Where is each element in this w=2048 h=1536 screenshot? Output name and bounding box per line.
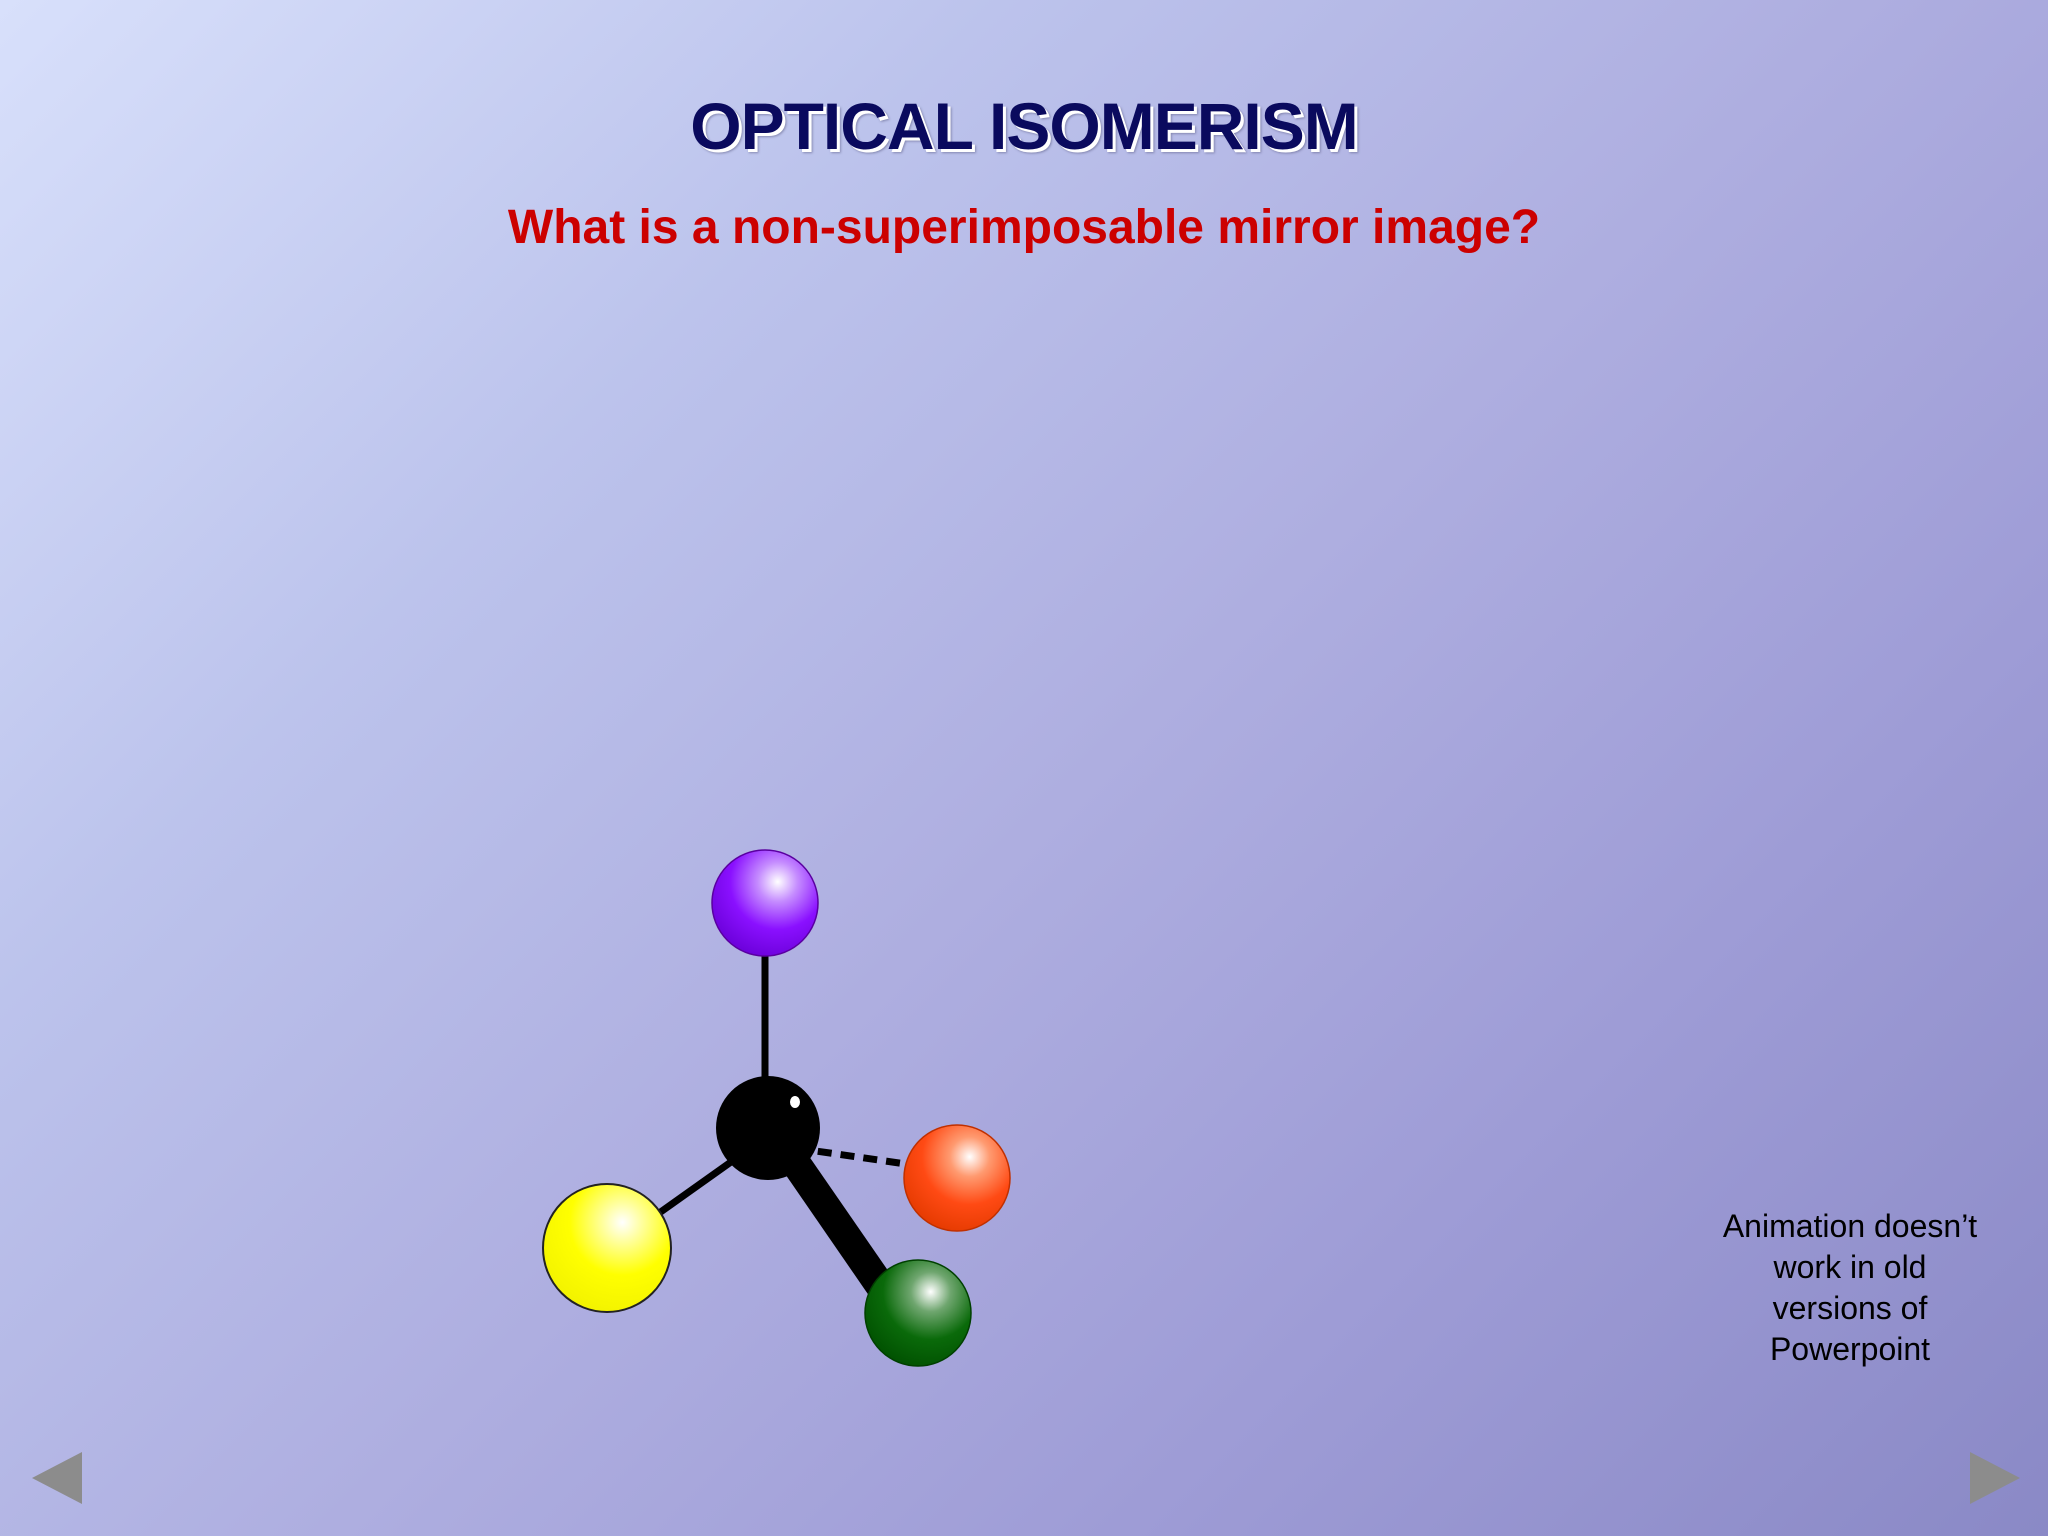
next-slide-button[interactable] xyxy=(1966,1450,2022,1506)
bottom-atom xyxy=(864,1259,972,1367)
slide-subtitle: What is a non-superimposable mirror imag… xyxy=(507,201,1541,254)
central-atom-highlight xyxy=(790,1096,800,1108)
previous-slide-button[interactable] xyxy=(30,1450,86,1506)
bond-right-dashed xyxy=(794,1144,921,1170)
tetrahedral-molecule-diagram xyxy=(542,849,1011,1367)
slide-title: OPTICAL ISOMERISM xyxy=(690,89,1359,163)
note-line: Animation doesn’t xyxy=(1722,1208,1978,1244)
bond-wedge xyxy=(770,1136,900,1300)
note-line: versions of xyxy=(1772,1290,1928,1326)
triangle-right-icon xyxy=(1970,1452,2020,1504)
note-line: Powerpoint xyxy=(1769,1331,1931,1367)
top-atom xyxy=(711,849,819,957)
note-line: work in old xyxy=(1773,1249,1927,1285)
right-atom xyxy=(903,1124,1011,1232)
triangle-left-icon xyxy=(32,1452,82,1504)
central-atom xyxy=(716,1076,820,1180)
animation-note: Animation doesn’t work in old versions o… xyxy=(1690,1206,2010,1370)
left-atom xyxy=(542,1183,672,1313)
